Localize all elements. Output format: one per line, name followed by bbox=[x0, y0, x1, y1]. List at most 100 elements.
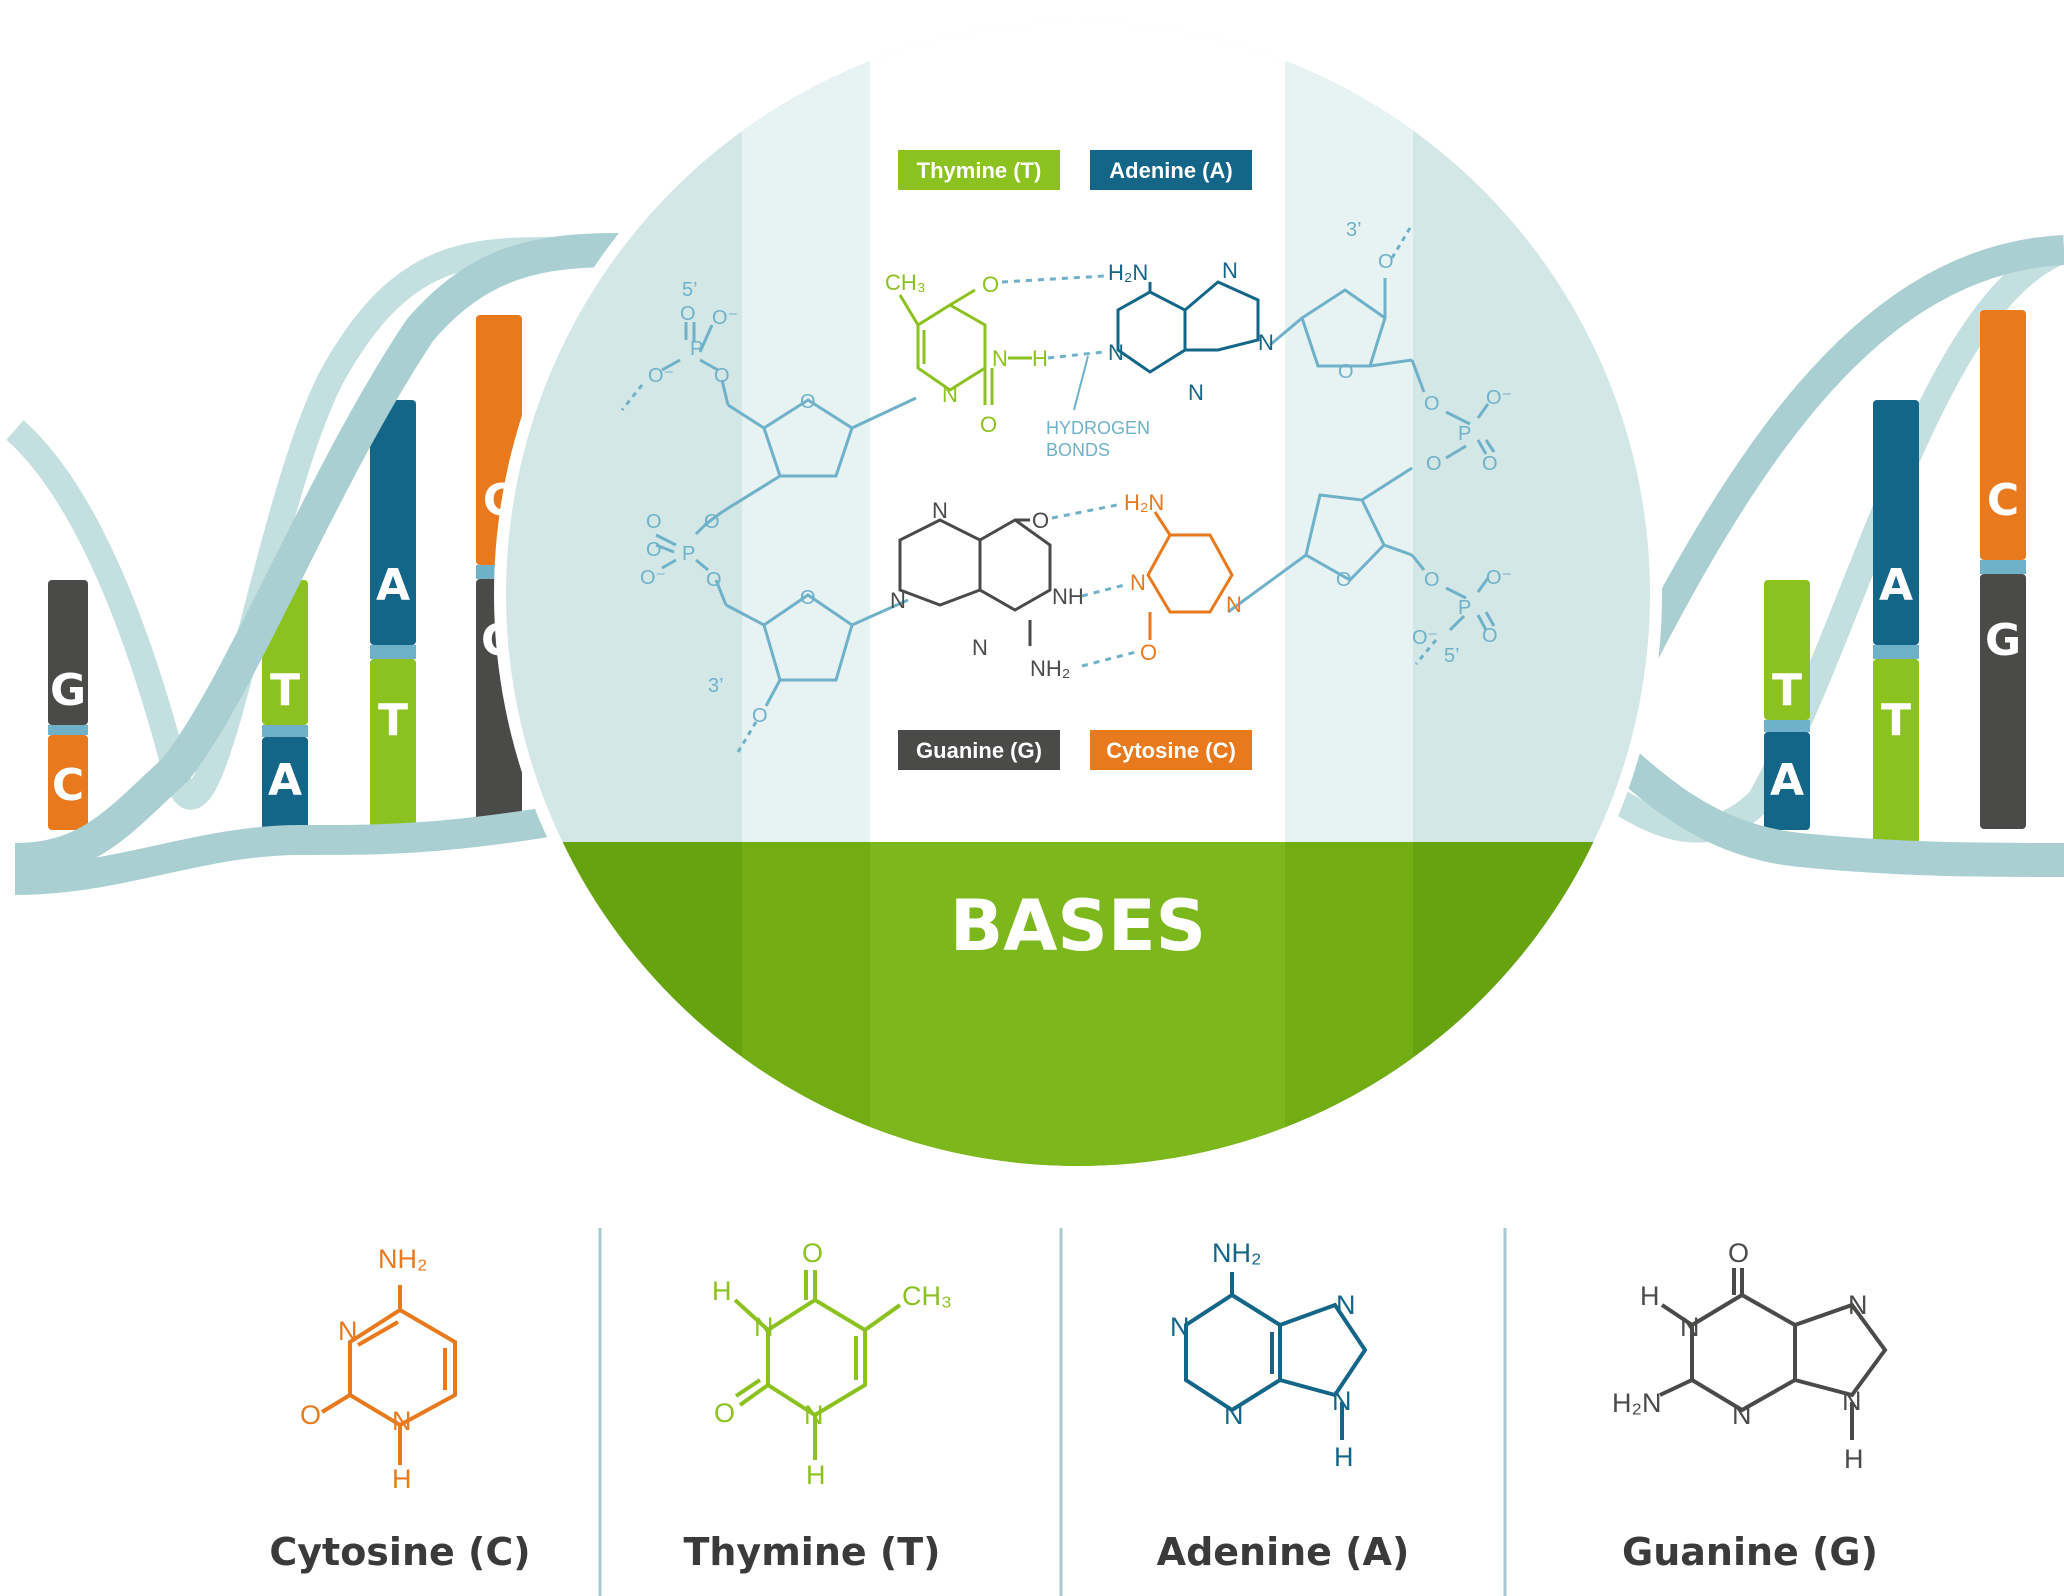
rung-cytosine bbox=[1980, 310, 2026, 560]
rung-adenine bbox=[1764, 732, 1810, 830]
rung-thymine bbox=[1873, 659, 1919, 844]
rung-joint bbox=[370, 645, 416, 659]
bond bbox=[1484, 611, 1496, 627]
tag-thymine-label: Thymine (T) bbox=[917, 158, 1042, 183]
rung-thymine bbox=[1764, 580, 1810, 720]
atom: N bbox=[992, 346, 1008, 371]
rung-letter: A bbox=[1770, 755, 1804, 806]
atom: N bbox=[754, 1312, 774, 1342]
rung-letter: A bbox=[1879, 560, 1913, 611]
bond bbox=[320, 1393, 352, 1414]
bond bbox=[694, 522, 708, 536]
bond bbox=[863, 1303, 902, 1332]
tag-adenine-label: Adenine (A) bbox=[1109, 158, 1232, 183]
bases-band-stripe bbox=[742, 842, 870, 1166]
bond bbox=[699, 358, 719, 372]
hydrogen-bonds-pointer bbox=[1073, 355, 1089, 411]
sugar-ring bbox=[1300, 288, 1387, 368]
rung-letter: T bbox=[378, 695, 408, 746]
rung-adenine bbox=[1873, 400, 1919, 645]
rung-guanine bbox=[1980, 574, 2026, 829]
atom: O bbox=[752, 705, 768, 727]
atom: O⁻ bbox=[712, 307, 738, 329]
atom: P bbox=[690, 338, 703, 360]
h-bond bbox=[1081, 650, 1137, 668]
bond bbox=[1445, 444, 1467, 460]
atom: O⁻ bbox=[1486, 387, 1512, 409]
helix-strand-front-left bbox=[14, 233, 621, 877]
ring bbox=[1183, 280, 1260, 352]
right-rungs: T A A T C G bbox=[1764, 310, 2026, 844]
bond bbox=[1484, 439, 1496, 453]
bond bbox=[725, 603, 765, 627]
bond bbox=[698, 324, 714, 353]
atom: NH₂ bbox=[1212, 1238, 1261, 1268]
rung-letter: G bbox=[50, 665, 86, 716]
bond bbox=[738, 1383, 770, 1407]
h-bond bbox=[1001, 274, 1105, 284]
atom: H bbox=[1844, 1444, 1864, 1474]
structure-thymine: O CH₃ H N O N H bbox=[712, 1238, 952, 1490]
atom: O bbox=[1424, 569, 1440, 591]
bond bbox=[1448, 614, 1466, 632]
atom: O bbox=[1378, 251, 1394, 273]
bond bbox=[705, 510, 723, 526]
atom: H₂N bbox=[1612, 1388, 1661, 1418]
h-bond bbox=[1047, 350, 1105, 360]
atom: N bbox=[1332, 1386, 1352, 1416]
atom: N bbox=[1258, 330, 1274, 355]
atom: O bbox=[800, 587, 816, 609]
atom: N bbox=[1336, 1290, 1356, 1320]
bond bbox=[1369, 358, 1413, 368]
sugar-ring bbox=[762, 398, 854, 478]
atom: O bbox=[704, 511, 720, 533]
atom: H bbox=[1032, 346, 1048, 371]
bond bbox=[720, 379, 730, 406]
rung-letter: C bbox=[52, 760, 84, 811]
end-label-5-top: 5’ bbox=[682, 279, 698, 301]
atom: O bbox=[300, 1400, 321, 1430]
bond bbox=[661, 358, 681, 372]
atom: N bbox=[392, 1406, 412, 1436]
atom: N bbox=[1130, 570, 1146, 595]
atom: NH bbox=[1052, 584, 1084, 609]
atom: O bbox=[646, 539, 662, 561]
bond bbox=[1227, 553, 1307, 614]
atom: O bbox=[1032, 508, 1049, 533]
atom: O bbox=[1728, 1238, 1749, 1268]
base-tags: Thymine (T) Adenine (A) Guanine (G) Cyto… bbox=[898, 150, 1252, 770]
atom: O bbox=[646, 511, 662, 533]
rung-letter: A bbox=[268, 755, 302, 806]
atom: H bbox=[1640, 1281, 1660, 1311]
bond bbox=[1476, 403, 1490, 419]
atom: NH₂ bbox=[378, 1244, 427, 1274]
tag-thymine bbox=[898, 150, 1060, 190]
tag-cytosine bbox=[1090, 730, 1252, 770]
tag-cytosine-label: Cytosine (C) bbox=[1106, 738, 1236, 763]
atom: N bbox=[942, 382, 958, 407]
bases-band-stripe bbox=[870, 842, 1285, 1166]
atom: P bbox=[1458, 597, 1471, 619]
atom: N bbox=[1222, 258, 1238, 283]
caption-cytosine: Cytosine (C) bbox=[269, 1530, 531, 1574]
rung-letter: T bbox=[1881, 695, 1911, 746]
ring bbox=[1184, 1292, 1282, 1413]
atom: H₂N bbox=[1108, 260, 1148, 285]
rung-thymine bbox=[370, 659, 416, 844]
zoom-circle: BASES bbox=[494, 10, 1662, 1178]
rung-joint bbox=[1764, 720, 1810, 732]
bond bbox=[1445, 586, 1467, 600]
atom: CH₃ bbox=[902, 1281, 952, 1311]
atom: O bbox=[714, 1398, 735, 1428]
bond bbox=[721, 474, 781, 514]
rung-adenine bbox=[370, 400, 416, 645]
bond bbox=[1476, 577, 1490, 593]
atom: O bbox=[982, 272, 999, 297]
atom: H₂N bbox=[1124, 490, 1164, 515]
bond bbox=[851, 396, 917, 430]
atom: O bbox=[980, 412, 997, 437]
atom: N bbox=[1170, 1312, 1190, 1342]
bond bbox=[1269, 316, 1303, 347]
bond bbox=[1410, 359, 1426, 393]
atom: P bbox=[682, 543, 695, 565]
